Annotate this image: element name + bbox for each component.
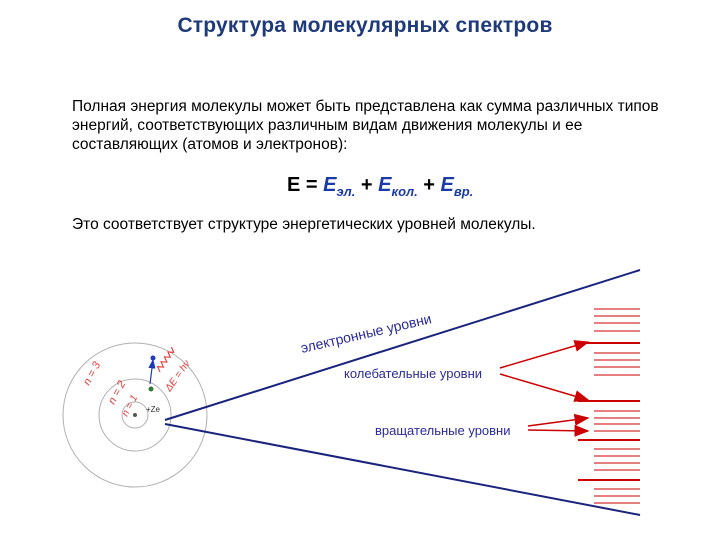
formula-lhs: E [287,174,301,196]
vibrational-arrow-upper [499,340,590,369]
electronic-levels-label: электронные уровни [299,310,433,356]
vibrational-levels-label: колебательные уровни [344,366,482,381]
levels-note: Это соответствует структуре энергетическ… [72,216,536,233]
rotational-arrow-lower [527,424,590,437]
photon-wave [156,346,175,373]
formula-plus-1: + [355,174,379,196]
formula-term1-symbol: E [323,174,337,196]
funnel-top-line [164,269,641,421]
upper-level-stack [578,308,640,376]
electron-inner [148,386,154,392]
page-title: Структура молекулярных спектров [177,14,553,37]
rotational-levels-label: вращательные уровни [375,423,511,438]
formula-term2-sub: кол. [391,184,418,199]
formula-equals: = [300,174,324,196]
formula-term2-symbol: E [378,174,392,196]
orbit-n2 [98,378,172,452]
lower-level-stack [578,400,640,504]
formula-term1-sub: эл. [336,184,356,199]
formula-term3-sub: вр. [453,184,474,199]
energy-formula: E = Eэл. + Eкол. + Eвр. [287,174,474,199]
formula-term3-symbol: E [440,174,454,196]
intro-paragraph: Полная энергия молекулы может быть предс… [72,98,659,153]
electron-outer [150,355,156,361]
photon-label: ΔE = hν [163,358,193,394]
vibrational-arrow-lower [499,373,590,402]
orbit-n1-label: n = 1 [120,393,140,418]
nucleus-label: +Ze [146,405,161,414]
electron-transition-arrow [148,358,156,385]
rotational-arrow-upper [527,413,590,427]
formula-plus-2: + [417,174,441,196]
orbit-n3 [62,342,208,488]
orbit-n1 [121,401,149,429]
nucleus [133,413,137,417]
funnel-bottom-line [164,423,641,516]
